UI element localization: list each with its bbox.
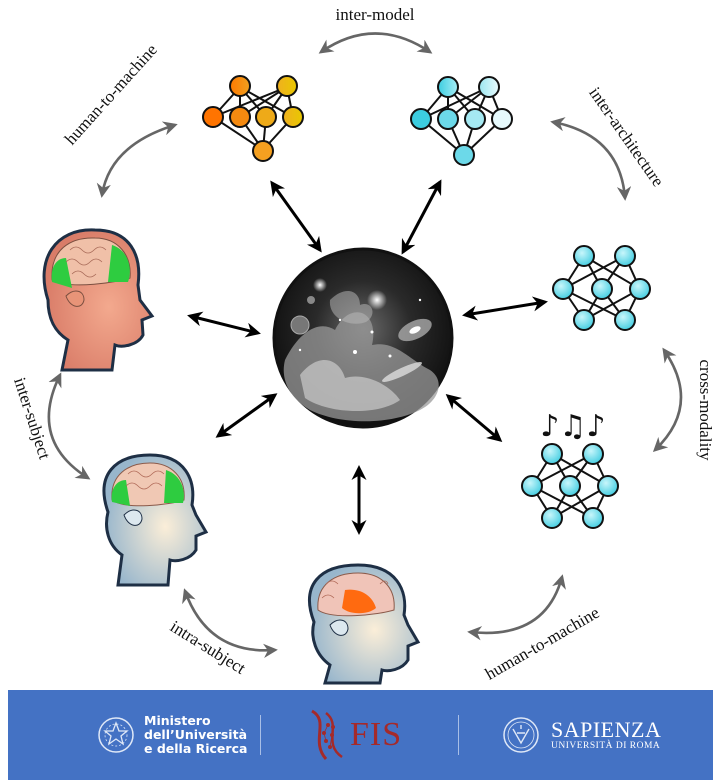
head-male-green (102, 453, 209, 587)
arrow-cross-modality (652, 347, 683, 452)
mur-logo[interactable]: Ministero dell’Università e della Ricerc… (96, 690, 247, 780)
arrow-center-model-orange (270, 180, 322, 253)
neural-network-cyan-top (410, 76, 513, 166)
arrow-center-model-audio (445, 394, 503, 442)
arrow-inter-subject (47, 372, 91, 480)
mur-line-2: dell’Università (144, 727, 248, 742)
arrow-center-head-male-green (215, 393, 278, 438)
label-inter-architecture: inter-architecture (585, 84, 668, 190)
neural-network-audio (521, 443, 619, 529)
dna-helix-icon (311, 709, 343, 760)
arrow-inter-model (318, 32, 433, 54)
arrow-human-to-machine-top (96, 121, 178, 198)
diagram-canvas: inter-model human-to-machine inter-archi… (10, 5, 715, 685)
sapienza-title: SAPIENZA (551, 717, 662, 742)
arrow-center-model-cyan-b (462, 296, 548, 321)
label-inter-model: inter-model (336, 5, 415, 24)
qfis-logo[interactable]: FIS (308, 690, 402, 780)
music-notes-icon: ♪♫♪ (540, 409, 605, 444)
universe-image (272, 247, 454, 429)
sapienza-logo[interactable]: SAPIENZA UNIVERSITÀ DI ROMA (501, 690, 661, 780)
qfis-wordmark: FIS (350, 716, 403, 753)
mur-line-3: e della Ricerca (144, 741, 248, 756)
footer-divider (458, 715, 459, 755)
neural-network-orange (202, 75, 304, 162)
head-male-orange (308, 563, 421, 685)
sapienza-seal-icon (503, 717, 539, 753)
head-female (42, 228, 155, 372)
footer-banner: Ministero dell’Università e della Ricerc… (8, 690, 713, 780)
footer-divider (260, 715, 261, 755)
neural-network-cyan-right (552, 245, 651, 331)
arrow-center-model-cyan-a (401, 179, 442, 255)
label-cross-modality: cross-modality (696, 359, 715, 461)
arrow-intra-subject (182, 588, 278, 658)
arrow-human-to-machine-bottom (467, 574, 566, 641)
label-human-to-machine-top: human-to-machine (61, 40, 161, 148)
connection-arrows (187, 179, 548, 535)
arrow-center-head-female (187, 311, 261, 338)
sapienza-subtitle: UNIVERSITÀ DI ROMA (551, 741, 661, 751)
italian-emblem-icon (98, 717, 134, 753)
arrow-inter-architecture (550, 117, 632, 201)
relation-arrows (47, 32, 683, 658)
mur-line-1: Ministero (144, 713, 211, 728)
